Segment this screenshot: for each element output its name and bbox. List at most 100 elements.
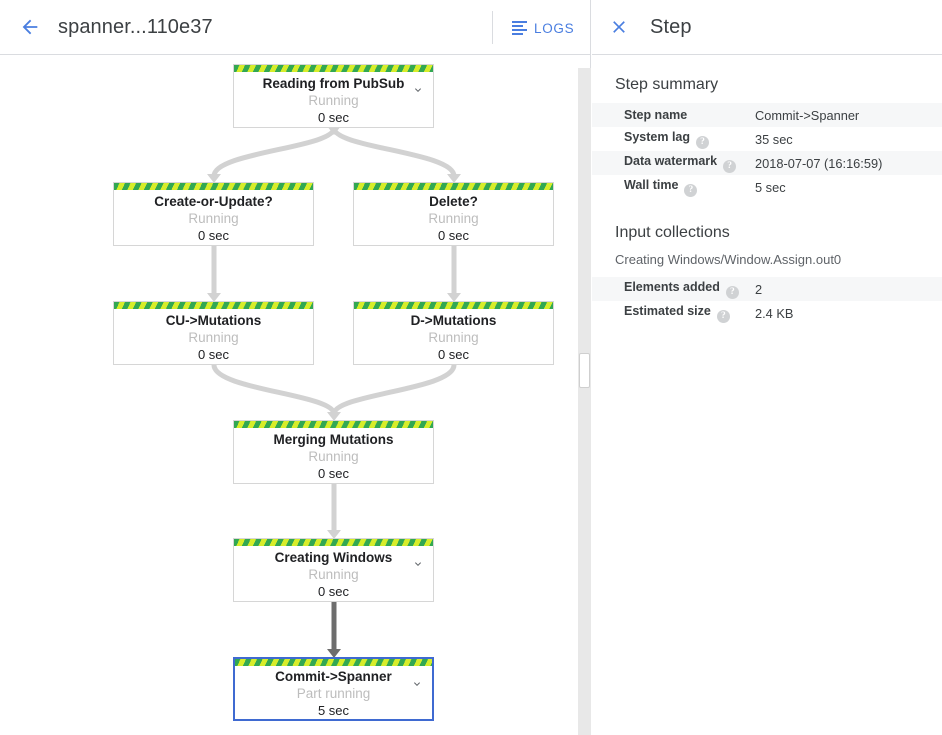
logs-button[interactable]: LOGS [506,13,580,43]
table-row: System lag?35 sec [592,127,942,151]
table-row: Step name Commit->Spanner [592,103,942,127]
chevron-down-icon[interactable] [411,677,423,689]
node-name: Creating Windows [274,550,393,565]
back-arrow-icon[interactable] [6,3,54,51]
logs-button-label: LOGS [534,20,575,36]
node-status-stripe [234,421,433,428]
graph-node-create-or-update[interactable]: Create-or-Update? Running 0 sec [113,182,314,246]
row-key-label: Wall time [624,177,679,192]
node-time: 0 sec [317,584,350,599]
node-status: Running [308,567,359,582]
node-name: Delete? [429,194,478,209]
table-row: Data watermark?2018-07-07 (16:16:59) [592,151,942,175]
row-value: 2 [755,281,763,297]
node-name: Commit->Spanner [275,669,392,684]
panel-title: Step [650,15,692,38]
row-key-label: Elements added [624,279,720,294]
step-summary-heading: Step summary [615,76,719,93]
header-divider [492,11,493,44]
input-collections-heading: Input collections [615,224,730,241]
row-key: Step name [592,103,755,127]
row-key: Data watermark? [592,151,755,175]
help-icon[interactable]: ? [684,183,698,197]
row-key: Wall time? [592,175,755,199]
node-status-stripe [234,539,433,546]
row-key-label: Data watermark [624,153,718,168]
row-key: Estimated size? [592,301,755,325]
graph-vertical-scrollbar[interactable] [578,68,591,735]
step-details-pane: Step Step summary Step name Commit->Spann… [592,0,942,735]
chevron-down-icon[interactable] [412,557,424,569]
logs-list-icon [512,21,527,35]
graph-edges [207,126,461,658]
node-time: 0 sec [437,228,470,243]
node-status: Part running [296,686,371,701]
node-time: 0 sec [317,466,350,481]
help-icon[interactable]: ? [696,135,710,149]
node-time: 0 sec [317,110,350,125]
help-icon[interactable]: ? [723,159,737,173]
row-value: 2018-07-07 (16:16:59) [755,155,883,171]
node-status-stripe [234,65,433,72]
table-row: Elements added?2 [592,277,942,301]
row-value: 5 sec [755,179,786,195]
node-name: Reading from PubSub [262,76,405,91]
page-title: spanner...110e37 [58,15,213,38]
graph-node-delete[interactable]: Delete? Running 0 sec [353,182,554,246]
node-name: Create-or-Update? [154,194,273,209]
row-key: System lag? [592,127,755,151]
node-status-stripe [114,183,313,190]
node-name: Merging Mutations [273,432,394,447]
node-status-stripe [354,302,553,309]
row-key-label: Step name [624,108,688,122]
node-name: CU->Mutations [165,313,262,328]
table-row: Estimated size?2.4 KB [592,301,942,325]
node-status: Running [188,211,239,226]
node-time: 0 sec [437,347,470,362]
node-status: Running [308,449,359,464]
help-icon[interactable]: ? [725,285,739,299]
step-panel-header: Step [592,0,942,55]
node-name: D->Mutations [410,313,497,328]
row-value: 35 sec [755,131,793,147]
table-row: Wall time?5 sec [592,175,942,199]
chevron-down-icon[interactable] [412,83,424,95]
node-status: Running [428,211,479,226]
graph-scroll-thumb[interactable] [579,353,590,388]
job-graph-pane: spanner...110e37 LOGS [0,0,591,735]
node-body: Create-or-Update? Running 0 sec [114,190,313,245]
node-time: 0 sec [197,228,230,243]
input-collection-name: Creating Windows/Window.Assign.out0 [615,252,842,267]
close-icon[interactable] [597,5,641,49]
row-key-label: Estimated size [624,303,711,318]
row-value: Commit->Spanner [755,107,860,123]
node-status-stripe [235,659,432,666]
node-status: Running [308,93,359,108]
node-status: Running [188,330,239,345]
node-status-stripe [114,302,313,309]
node-status-stripe [354,183,553,190]
row-key-label: System lag [624,129,691,144]
node-body: Delete? Running 0 sec [354,190,553,245]
row-key: Elements added? [592,277,755,301]
job-header: spanner...110e37 LOGS [0,0,590,55]
node-status: Running [428,330,479,345]
help-icon[interactable]: ? [716,309,730,323]
